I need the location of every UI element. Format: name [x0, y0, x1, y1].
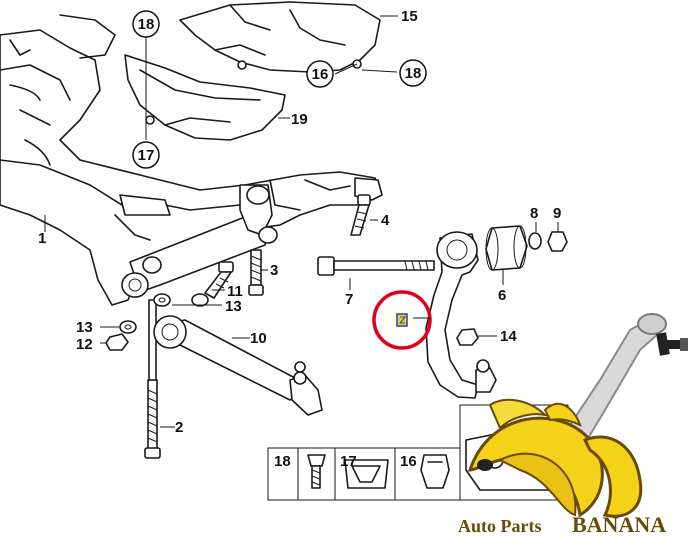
- callout-1: 1: [38, 230, 46, 247]
- axle-carrier: [0, 14, 383, 306]
- callout-8: 8: [530, 205, 538, 222]
- brand-name: BANANA: [572, 512, 666, 537]
- product-arm-image: [558, 313, 688, 462]
- nut-13-left: [119, 320, 137, 334]
- callout-19: 19: [291, 111, 308, 128]
- callout-11: 11: [227, 283, 243, 300]
- bolt-3: [248, 249, 264, 296]
- callout-17-top: 17: [138, 147, 155, 164]
- bushing-6: [485, 225, 528, 271]
- callout-14: 14: [500, 328, 517, 345]
- callout-15: 15: [401, 8, 418, 25]
- bolt-7: [317, 256, 435, 276]
- callout-18-top: 18: [138, 16, 155, 33]
- leader-lines: [44, 15, 559, 428]
- callout-13-right: 13: [225, 298, 242, 315]
- banana-icon: [467, 398, 643, 518]
- callout-4: 4: [381, 212, 390, 229]
- washer-13-right: [153, 293, 171, 307]
- callout-16-top: 16: [312, 66, 329, 83]
- heat-shield: [179, 1, 381, 73]
- callout-3: 3: [270, 262, 278, 279]
- brand-logo: Auto Parts BANANA: [458, 313, 688, 537]
- nut-14: [456, 328, 479, 346]
- callout-12: 12: [76, 336, 93, 353]
- callout-17-panel: 17: [340, 453, 357, 470]
- callout-18-panel: 18: [274, 453, 291, 470]
- brand-prefix: Auto Parts: [458, 516, 542, 536]
- callout-16-panel: 16: [400, 453, 417, 470]
- nut-9: [547, 231, 568, 252]
- callout-13-left: 13: [76, 319, 93, 336]
- callouts: 1 2 3 4 6 7 8 9 10 11 12 13 13 14 15 16 …: [38, 8, 561, 470]
- callout-2: 2: [175, 419, 183, 436]
- washer-8: [528, 232, 542, 250]
- bolt-11: [191, 261, 234, 307]
- callout-7: 7: [345, 291, 353, 308]
- bolt-4: [350, 194, 371, 236]
- callout-6: 6: [498, 287, 506, 304]
- nut-12: [105, 333, 129, 351]
- callout-18-right: 18: [405, 65, 422, 82]
- callout-10: 10: [250, 330, 267, 347]
- callout-9: 9: [553, 205, 561, 222]
- control-arm: [425, 231, 497, 399]
- wishbone: [153, 315, 323, 416]
- highlight-ring: [372, 290, 432, 350]
